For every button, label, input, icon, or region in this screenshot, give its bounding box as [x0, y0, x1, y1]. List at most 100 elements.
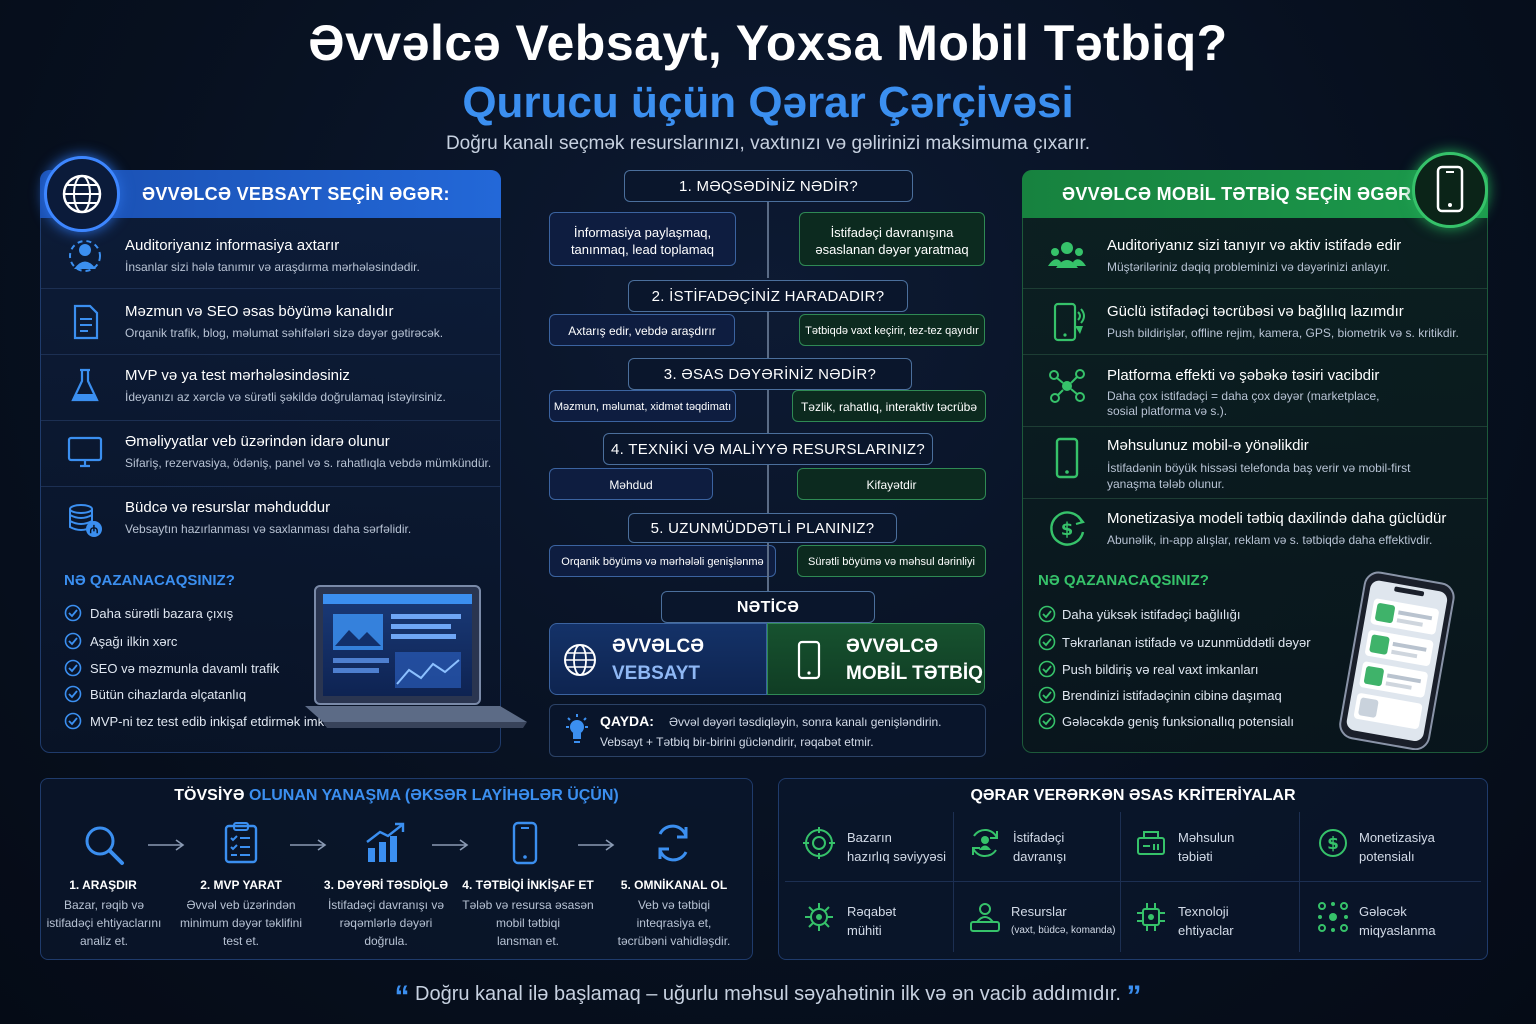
- step-line: Veb və tətbiqi: [637, 898, 711, 912]
- divider: [1299, 812, 1300, 952]
- growth-chart-icon: [366, 822, 405, 862]
- criterion-line: Bazarın: [847, 830, 892, 845]
- website-gains-heading: NƏ QAZANACAQSINIZ?: [64, 572, 235, 589]
- approach-step-desc: İstifadəçi davranışı və rəqəmlərlə dəyər…: [314, 896, 458, 950]
- divider: [953, 812, 954, 952]
- option-line: İnformasiya paylaşmaq,: [573, 225, 712, 240]
- approach-title-b: OLUNAN YANAŞMA (ƏKSƏR LAYİHƏLƏR ÜÇÜN): [249, 787, 619, 804]
- step-line: Bazar, rəqib və: [63, 898, 145, 912]
- criterion-line: Məhsulun: [1178, 830, 1235, 845]
- divider: [1120, 812, 1121, 952]
- svg-text:$: $: [1061, 519, 1074, 540]
- step-line: mobil tətbiqi: [495, 916, 561, 930]
- step-line: analiz et.: [79, 934, 129, 948]
- option-goal-app: İstifadəçi davranışına əsaslanan dəyər y…: [799, 212, 985, 266]
- close-quote-icon: ”: [1126, 980, 1142, 1013]
- closing-quote: “ Doğru kanal ilə başlamaq – uğurlu məhs…: [0, 980, 1536, 1014]
- approach-title-a: TÖVSİYƏ: [174, 787, 245, 804]
- approach-step-desc: Veb və tətbiqi inteqrasiya et, təcrübəni…: [600, 896, 748, 950]
- criterion: Gələcək miqyaslanma: [1359, 902, 1436, 940]
- money-icon: $: [1319, 829, 1347, 857]
- flask-icon: [65, 366, 105, 406]
- mobile-reason-desc: Müştəriləriniz dəqiq probleminizi və dəy…: [1107, 260, 1390, 274]
- rule-text-2: Vebsayt + Tətbiq bir-birini gücləndirir,…: [600, 735, 874, 749]
- criterion-line: Resurslar: [1011, 904, 1067, 919]
- mobile-app-panel-heading: ƏVVƏLCƏ MOBİL TƏTBİQ SEÇİN ƏGƏR:: [1062, 184, 1418, 204]
- svg-text:$: $: [1327, 834, 1339, 854]
- step-line: Əvvəl veb üzərindən: [186, 898, 296, 912]
- quote-text: Doğru kanal ilə başlamaq – uğurlu məhsul…: [415, 983, 1121, 1005]
- mobile-reason-desc: Daha çox istifadəçi = daha çox dəyər (ma…: [1107, 389, 1380, 403]
- website-gain-text: Aşağı ilkin xərc: [90, 634, 178, 649]
- page-subtitle: Qurucu üçün Qərar Çərçivəsi: [462, 78, 1074, 127]
- network-icon: [1047, 366, 1087, 406]
- scale-nodes-icon: [1318, 902, 1348, 932]
- arrow-right-icon: [578, 839, 615, 851]
- mobile-reason-title: Məhsulunuz mobil-ə yönəlikdir: [1107, 437, 1309, 454]
- document-icon: [65, 302, 105, 342]
- question-user-location: 2. İSTİFADƏÇİNİZ HARADADIR?: [628, 280, 908, 312]
- criterion-line: Gələcək: [1359, 904, 1407, 919]
- mobile-gain-text: Daha yüksək istifadəçi bağlılığı: [1062, 607, 1241, 622]
- clipboard-icon: [224, 822, 258, 864]
- website-reason-title: Əməliyyatlar veb üzərindən idarə olunur: [125, 433, 390, 450]
- website-panel-heading: ƏVVƏLCƏ VEBSAYT SEÇİN ƏGƏR:: [142, 184, 450, 204]
- rule-text-1: Əvvəl dəyəri təsdiqləyin, sonra kanalı g…: [669, 715, 942, 729]
- website-reason-desc: İdeyanızı az xərclə və sürətli şəkildə d…: [125, 390, 446, 404]
- mobile-reason-title: Auditoriyanız sizi tanıyır və aktiv isti…: [1107, 237, 1402, 254]
- flow-connector: [767, 202, 769, 278]
- question-long-term-plan: 5. UZUNMÜDDƏTLİ PLANINIZ?: [628, 513, 897, 543]
- criterion: Resurslar (vaxt, büdcə, komanda): [1011, 902, 1116, 940]
- step-line: minimum dəyər təklifini: [179, 916, 303, 930]
- check-icon: [1038, 660, 1056, 678]
- flow-connector: [767, 390, 769, 433]
- website-reason-title: Məzmun və SEO əsas böyümə kanalıdır: [125, 303, 394, 320]
- mobile-reason-desc: Abunəlik, in-app alışlar, reklam və s. t…: [1107, 533, 1433, 547]
- option-goal-website: İnformasiya paylaşmaq, tanınmaq, lead to…: [549, 212, 736, 266]
- competition-icon: [805, 903, 833, 931]
- check-icon: [64, 659, 82, 677]
- question-resources: 4. TEXNİKİ VƏ MALİYYƏ RESURSLARINIZ?: [603, 433, 933, 465]
- step-line: təcrübəni vahidləşdir.: [617, 934, 731, 948]
- step-line: rəqəmlərlə dəyəri: [339, 916, 433, 930]
- dollar-cycle-icon: $: [1045, 506, 1085, 546]
- result-website-line2: VEBSAYT: [612, 663, 700, 684]
- mobile-app-panel-header: [1022, 170, 1488, 218]
- option-line: əsaslanan dəyər yaratmaq: [815, 242, 969, 257]
- monitor-icon: [65, 432, 105, 472]
- option-line: tanınmaq, lead toplamaq: [570, 242, 715, 257]
- result-app-line1: ƏVVƏLCƏ: [846, 636, 939, 657]
- arrow-right-icon: [290, 839, 327, 851]
- website-gain-text: MVP-ni tez test edib inkişaf etdirmək im…: [90, 714, 343, 729]
- criterion-line: Rəqabət: [847, 904, 897, 919]
- svg-text:₼: ₼: [90, 523, 99, 536]
- recommended-approach-panel: [40, 778, 753, 960]
- option-value-website: Məzmun, məlumat, xidmət təqdimatı: [549, 390, 736, 422]
- website-reason-desc: Sifariş, rezervasiya, ödəniş, panel və s…: [125, 456, 492, 470]
- approach-step-title: 5. OMNİKANAL OL: [620, 878, 728, 892]
- coins-icon: ₼: [65, 500, 105, 540]
- approach-step-title: 4. TƏTBİQİ İNKİŞAF ET: [462, 878, 594, 892]
- chip-icon: [1137, 903, 1165, 931]
- website-gain-text: Daha sürətli bazara çıxış: [90, 606, 234, 621]
- step-line: doğrula.: [364, 934, 408, 948]
- criterion-line: Monetizasiya: [1359, 830, 1435, 845]
- flow-connector: [767, 543, 769, 591]
- criteria-title: QƏRAR VERƏRKƏN ƏSAS KRİTERİYALAR: [970, 787, 1296, 804]
- approach-step-desc: Tələb və resursa əsasən mobil tətbiqi la…: [456, 896, 600, 950]
- criterion: İstifadəçi davranışı: [1013, 828, 1066, 866]
- smartphone-icon: [1412, 152, 1488, 228]
- mobile-reason-desc-2: yanaşma tələb olunur.: [1107, 477, 1225, 491]
- mobile-reason-desc: Push bildirişlər, offline rejim, kamera,…: [1107, 326, 1459, 340]
- result-website: ƏVVƏLCƏ VEBSAYT: [549, 623, 767, 695]
- globe-icon: [44, 156, 120, 232]
- result-website-line1: ƏVVƏLCƏ: [612, 636, 705, 657]
- divider: [1023, 288, 1487, 289]
- divider: [785, 881, 1481, 882]
- criterion: Monetizasiya potensialı: [1359, 828, 1435, 866]
- approach-title: TÖVSİYƏ OLUNAN YANAŞMA (ƏKSƏR LAYİHƏLƏR …: [40, 787, 753, 805]
- criterion-line: İstifadəçi: [1013, 830, 1065, 845]
- team-icon: [970, 903, 1000, 932]
- check-icon: [1038, 712, 1056, 730]
- divider: [41, 486, 500, 487]
